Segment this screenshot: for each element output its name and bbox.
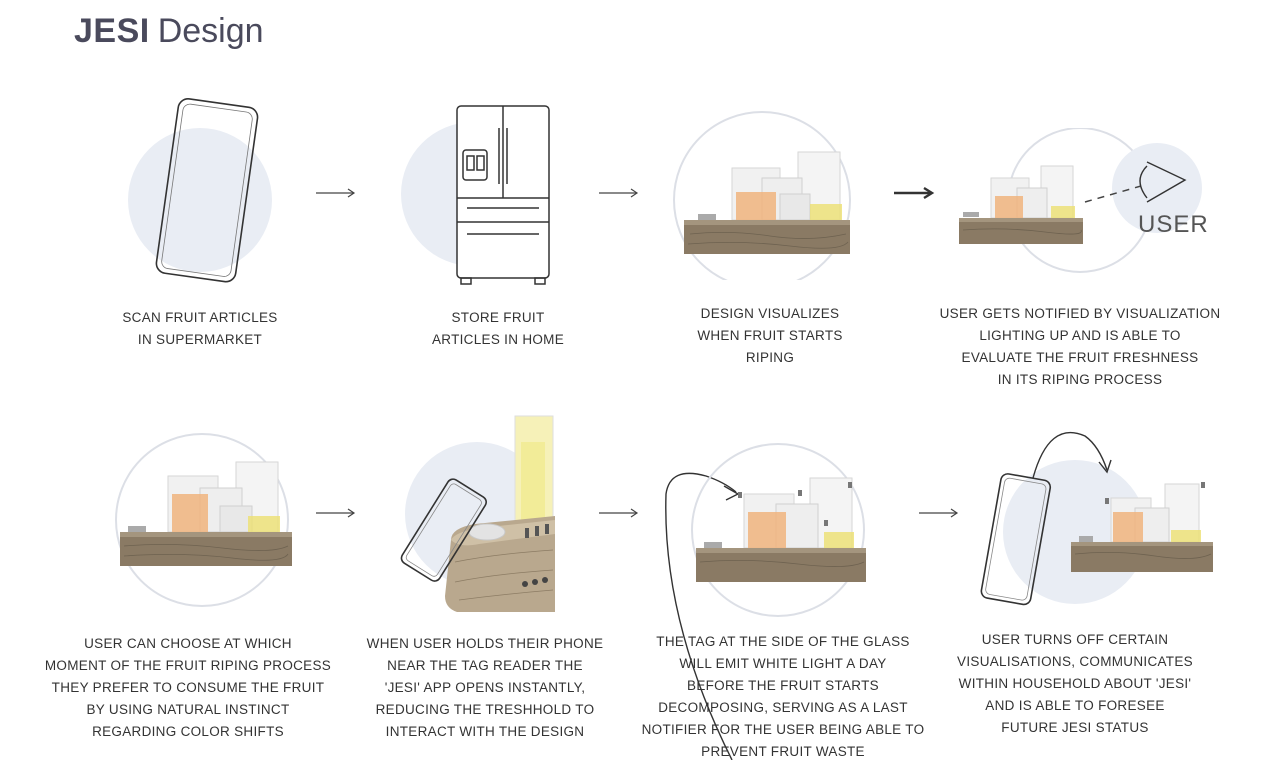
caption-line: MOMENT OF THE FRUIT RIPING PROCESS [44, 658, 332, 673]
caption-line: DESIGN VISUALIZES [700, 306, 840, 321]
sight-line [1084, 185, 1142, 203]
caption-line: THEY PREFER TO CONSUME THE FRUIT [51, 680, 325, 695]
arrow-icon [597, 186, 641, 205]
curved-arrow [1032, 431, 1108, 479]
phone-icon [400, 478, 487, 582]
caption-line: INTERACT WITH THE DESIGN [385, 724, 585, 739]
caption-line: BY USING NATURAL INSTINCT [86, 702, 290, 717]
caption-line: IN ITS RIPING PROCESS [997, 372, 1163, 387]
caption-line: USER TURNS OFF CERTAIN [981, 632, 1169, 647]
outline-circle [673, 111, 851, 280]
step-3-caption: DESIGN VISUALIZES WHEN FRUIT STARTS RIPING [670, 303, 870, 369]
arrowhead-icon [1098, 459, 1112, 474]
caption-line: DECOMPOSING, SERVING AS A LAST [658, 700, 908, 715]
caption-line: USER CAN CHOOSE AT WHICH [84, 636, 292, 651]
caption-line: SCAN FRUIT ARTICLES [122, 310, 278, 325]
arrow-icon [917, 506, 961, 525]
step-4-illustration [955, 128, 1215, 278]
step-5-illustration [102, 430, 302, 610]
caption-line: 'JESI' APP OPENS INSTANTLY, [384, 680, 586, 695]
step-7-caption: THE TAG AT THE SIDE OF THE GLASS WILL EMI… [628, 631, 938, 763]
step-3-illustration [670, 110, 860, 280]
caption-line: AND IS ABLE TO FORESEE [985, 698, 1165, 713]
jesi-device [696, 477, 866, 582]
caption-line: WHEN USER HOLDS THEIR PHONE [366, 636, 604, 651]
background-circle [128, 128, 272, 272]
arrow-icon [314, 506, 358, 525]
arrow-icon [597, 506, 641, 525]
jesi-device [1071, 482, 1213, 572]
eye-icon [1139, 161, 1187, 203]
step-1-caption: SCAN FRUIT ARTICLES IN SUPERMARKET [100, 307, 300, 351]
caption-line: NOTIFIER FOR THE USER BEING ABLE TO [641, 722, 925, 737]
outline-circle [115, 433, 289, 607]
caption-line: USER GETS NOTIFIED BY VISUALIZATION [939, 306, 1221, 321]
phone-icon [980, 473, 1052, 606]
caption-line: ARTICLES IN HOME [431, 332, 565, 347]
step-6-caption: WHEN USER HOLDS THEIR PHONE NEAR THE TAG … [350, 633, 620, 743]
jesi-device [684, 151, 850, 254]
caption-line: FUTURE JESI STATUS [1001, 720, 1149, 735]
caption-line: THE TAG AT THE SIDE OF THE GLASS [656, 634, 910, 649]
caption-line: NEAR THE TAG READER THE [387, 658, 583, 673]
brand-subtitle: Design [157, 12, 264, 50]
caption-line: STORE FRUIT [451, 310, 545, 325]
brand-name: JESI [74, 12, 150, 50]
arrow-icon [892, 186, 936, 205]
step-1-illustration [115, 90, 290, 290]
jesi-device-closeup [445, 415, 555, 612]
step-5-caption: USER CAN CHOOSE AT WHICH MOMENT OF THE FR… [38, 633, 338, 743]
step-6-illustration [395, 412, 560, 618]
caption-line: WITHIN HOUSEHOLD ABOUT 'JESI' [958, 676, 1192, 691]
caption-line: BEFORE THE FRUIT STARTS [687, 678, 879, 693]
step-8-illustration [975, 428, 1220, 618]
caption-line: REGARDING COLOR SHIFTS [92, 724, 284, 739]
jesi-device [959, 165, 1083, 244]
caption-line: RIPING [745, 350, 795, 365]
phone-icon [155, 98, 259, 283]
caption-line: WILL EMIT WHITE LIGHT A DAY [679, 656, 887, 671]
jesi-device [120, 461, 292, 566]
caption-line: EVALUATE THE FRUIT FRESHNESS [961, 350, 1199, 365]
step-7-illustration [648, 430, 873, 760]
fridge-icon [456, 105, 550, 285]
caption-line: IN SUPERMARKET [137, 332, 263, 347]
caption-line: REDUCING THE TRESHHOLD TO [375, 702, 595, 717]
step-2-illustration [395, 98, 565, 288]
caption-line: VISUALISATIONS, COMMUNICATES [957, 654, 1193, 669]
caption-line: PREVENT FRUIT WASTE [701, 744, 865, 759]
step-4-caption: USER GETS NOTIFIED BY VISUALIZATION LIGHT… [925, 303, 1235, 391]
step-8-caption: USER TURNS OFF CERTAIN VISUALISATIONS, CO… [940, 629, 1210, 739]
caption-line: WHEN FRUIT STARTS [697, 328, 843, 343]
caption-line: LIGHTING UP AND IS ABLE TO [979, 328, 1181, 343]
eye-background-circle [1112, 143, 1202, 233]
outline-circle [691, 443, 865, 617]
curved-arrow [665, 472, 737, 760]
eye-label: USER [1138, 211, 1209, 238]
arrow-icon [314, 186, 358, 205]
step-2-caption: STORE FRUIT ARTICLES IN HOME [398, 307, 598, 351]
